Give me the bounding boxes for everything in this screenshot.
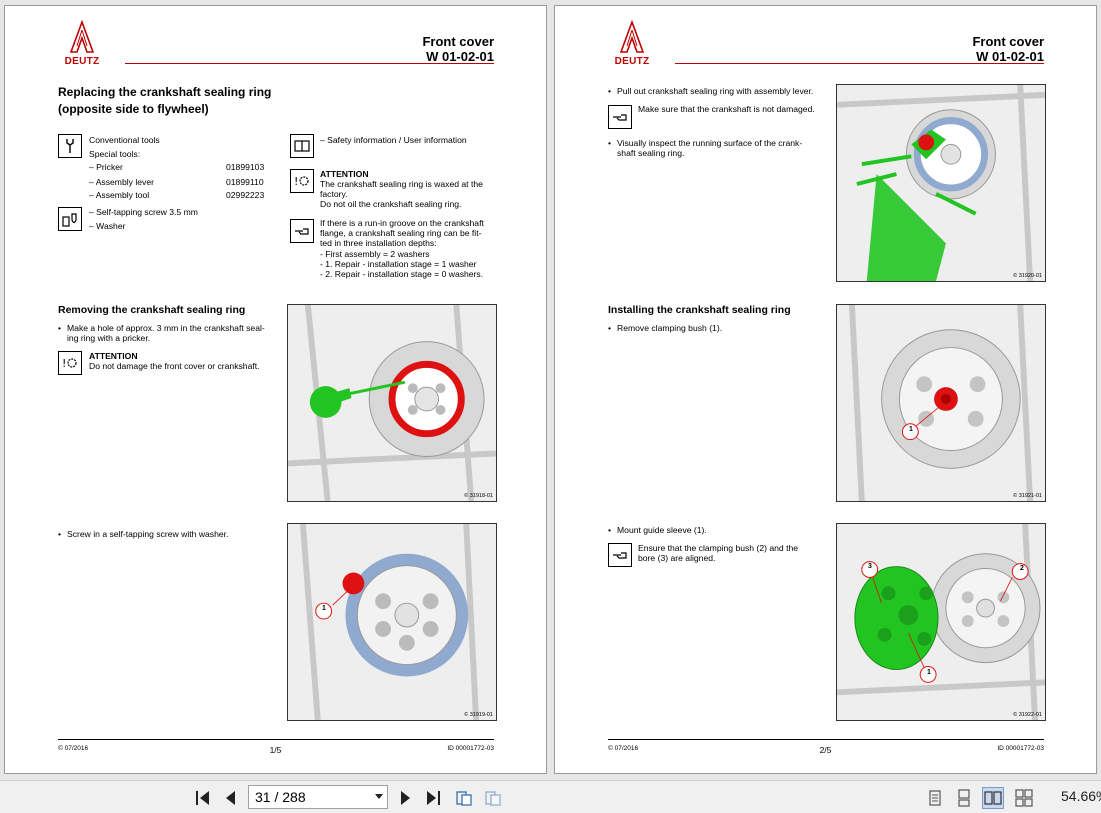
page-number-input[interactable]: 31 / 288 bbox=[248, 785, 388, 809]
figure-number: © 31922-01 bbox=[1013, 712, 1042, 718]
continuous-page-view-icon[interactable] bbox=[953, 787, 975, 809]
callout-label: 1 bbox=[909, 426, 913, 433]
mount-sleeve-step: Mount guide sleeve (1). bbox=[608, 525, 707, 535]
callout-label: 1 bbox=[927, 669, 931, 676]
single-page-view-icon[interactable] bbox=[924, 787, 946, 809]
page-header: Front cover W 01-02-01 bbox=[422, 34, 494, 64]
deutz-logo: DEUTZ bbox=[57, 19, 107, 68]
header-code: W 01-02-01 bbox=[976, 49, 1044, 64]
document-viewport[interactable]: DEUTZ Front cover W 01-02-01 Replacing t… bbox=[0, 0, 1101, 780]
viewer-toolbar: 31 / 288 54.66% bbox=[0, 780, 1101, 813]
remove-bush-step: Remove clamping bush (1). bbox=[608, 323, 722, 333]
hand-pointer-icon bbox=[608, 543, 632, 567]
consumables-icon bbox=[58, 207, 82, 231]
attention-text: Do not damage the front cover or cranksh… bbox=[89, 361, 260, 371]
first-page-icon[interactable] bbox=[192, 787, 214, 809]
wrench-icon bbox=[58, 134, 82, 158]
footer-date: © 07/2016 bbox=[608, 745, 639, 752]
hand-pointer-icon bbox=[290, 219, 314, 243]
page-header: Front cover W 01-02-01 bbox=[972, 34, 1044, 64]
conventional-tools-label: Conventional tools bbox=[89, 135, 160, 145]
tool-assembly-lever-number: 01899110 bbox=[226, 177, 264, 187]
hand-pointer-icon bbox=[608, 105, 632, 129]
figure-number: © 31921-01 bbox=[1013, 493, 1042, 499]
document-page-left: DEUTZ Front cover W 01-02-01 Replacing t… bbox=[4, 5, 547, 774]
continuous-view-icon[interactable] bbox=[453, 787, 475, 809]
figure-number: © 31918-01 bbox=[464, 493, 493, 499]
tool-assembly-tool: – Assembly tool bbox=[89, 190, 150, 200]
header-title: Front cover bbox=[972, 34, 1044, 49]
footer-page-number: 1/5 bbox=[269, 745, 282, 755]
special-tools-label: Special tools: bbox=[89, 149, 141, 159]
book-icon bbox=[290, 134, 314, 158]
deutz-logo: DEUTZ bbox=[607, 19, 657, 68]
next-page-icon[interactable] bbox=[394, 787, 416, 809]
header-title: Front cover bbox=[422, 34, 494, 49]
consumable-washer: – Washer bbox=[89, 221, 126, 231]
consumable-screw: – Self-tapping screw 3.5 mm bbox=[89, 207, 198, 217]
header-code: W 01-02-01 bbox=[426, 49, 494, 64]
attention-icon: ! bbox=[58, 351, 82, 375]
figure-number: © 31920-01 bbox=[1013, 273, 1042, 279]
safety-info-text: – Safety information / User information bbox=[320, 135, 467, 145]
figure-guide-sleeve: 3 2 1 © 31922-01 bbox=[836, 523, 1046, 721]
tool-assembly-tool-number: 02992223 bbox=[226, 190, 265, 200]
figure-clamping-bush: 1 © 31921-01 bbox=[836, 304, 1046, 502]
screw-step: Screw in a self-tapping screw with washe… bbox=[58, 529, 228, 539]
logo-text: DEUTZ bbox=[614, 56, 650, 67]
callout-label: 3 bbox=[868, 563, 872, 570]
footer-date: © 07/2016 bbox=[58, 745, 89, 752]
two-page-continuous-view-icon[interactable] bbox=[1013, 787, 1035, 809]
chevron-down-icon[interactable] bbox=[375, 794, 383, 799]
attention-text: The crankshaft sealing ring is waxed at … bbox=[320, 179, 483, 210]
document-page-right: DEUTZ Front cover W 01-02-01 Pull out cr… bbox=[554, 5, 1097, 774]
svg-text:!: ! bbox=[294, 175, 298, 188]
pullout-step: Pull out crankshaft sealing ring with as… bbox=[608, 86, 813, 96]
attention-title: ATTENTION bbox=[320, 169, 369, 179]
svg-text:!: ! bbox=[62, 357, 66, 370]
tool-pricker-number: 01899103 bbox=[226, 162, 265, 172]
figure-number: © 31919-01 bbox=[464, 712, 493, 718]
footer-id: ID 00001772-03 bbox=[447, 745, 494, 752]
figure-screw: 1 © 31919-01 bbox=[287, 523, 497, 721]
attention-title: ATTENTION bbox=[89, 351, 138, 361]
tool-pricker: – Pricker bbox=[89, 162, 123, 172]
note-text: If there is a run-in groove on the crank… bbox=[320, 218, 484, 280]
figure-assembly-lever: © 31920-01 bbox=[836, 84, 1046, 282]
footer-rule bbox=[58, 739, 494, 740]
pullout-note: Make sure that the crankshaft is not dam… bbox=[638, 104, 815, 114]
footer-id: ID 00001772-03 bbox=[997, 745, 1044, 752]
callout-label: 1 bbox=[322, 605, 326, 612]
inspect-step: Visually inspect the running surface of … bbox=[608, 138, 802, 158]
figure-pricker: © 31918-01 bbox=[287, 304, 497, 502]
attention-icon: ! bbox=[290, 169, 314, 193]
last-page-icon[interactable] bbox=[422, 787, 444, 809]
header-rule bbox=[675, 63, 1044, 64]
tool-assembly-lever: – Assembly lever bbox=[89, 177, 154, 187]
logo-text: DEUTZ bbox=[64, 56, 100, 67]
removing-section-title: Removing the crankshaft sealing ring bbox=[58, 304, 246, 316]
two-page-view-icon[interactable] bbox=[982, 787, 1004, 809]
footer-page-number: 2/5 bbox=[819, 745, 832, 755]
previous-page-icon[interactable] bbox=[220, 787, 242, 809]
footer-rule bbox=[608, 739, 1044, 740]
mount-note: Ensure that the clamping bush (2) and th… bbox=[638, 543, 799, 564]
section-title: Replacing the crankshaft sealing ring (o… bbox=[58, 85, 272, 116]
callout-label: 2 bbox=[1020, 565, 1024, 572]
facing-view-icon[interactable] bbox=[482, 787, 504, 809]
removing-step: Make a hole of approx. 3 mm in the crank… bbox=[58, 323, 265, 343]
installing-section-title: Installing the crankshaft sealing ring bbox=[608, 304, 791, 316]
header-rule bbox=[125, 63, 494, 64]
zoom-level[interactable]: 54.66% bbox=[1061, 788, 1101, 804]
